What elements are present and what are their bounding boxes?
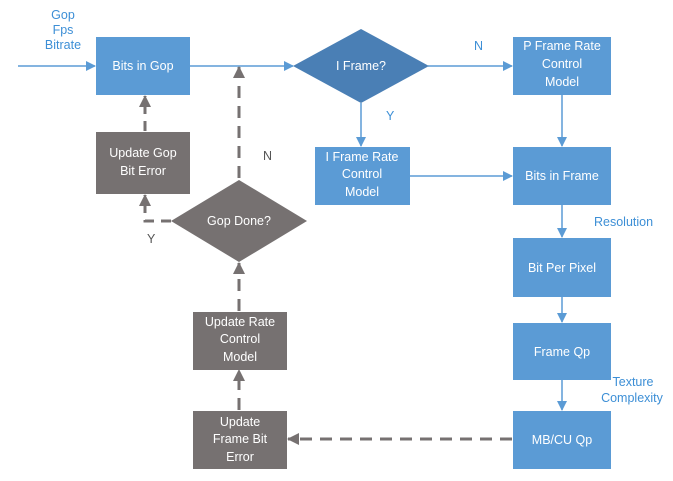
svg-text:Control: Control bbox=[542, 57, 582, 71]
svg-text:Update Rate: Update Rate bbox=[205, 315, 275, 329]
mb-cu-qp-box: MB/CU Qp bbox=[513, 411, 611, 469]
svg-text:Control: Control bbox=[220, 332, 260, 346]
svg-text:Gop Done?: Gop Done? bbox=[207, 214, 271, 228]
svg-text:Model: Model bbox=[545, 75, 579, 89]
update-rate-control-model-box: Update Rate Control Model bbox=[193, 312, 287, 370]
p-frame-rate-control-model-box: P Frame Rate Control Model bbox=[513, 37, 611, 95]
input-fps: Fps bbox=[53, 23, 74, 37]
i-frame-decision-diamond: I Frame? bbox=[293, 29, 429, 103]
svg-text:Model: Model bbox=[345, 185, 379, 199]
svg-text:I Frame Rate: I Frame Rate bbox=[326, 150, 399, 164]
svg-text:P Frame Rate: P Frame Rate bbox=[523, 39, 601, 53]
bit-per-pixel-box: Bit Per Pixel bbox=[513, 238, 611, 297]
input-gop: Gop bbox=[51, 8, 75, 22]
label-y-i-frame: Y bbox=[386, 109, 395, 123]
svg-text:Bit Per Pixel: Bit Per Pixel bbox=[528, 261, 596, 275]
i-frame-rate-control-model-box: I Frame Rate Control Model bbox=[315, 147, 410, 205]
bits-in-frame-box: Bits in Frame bbox=[513, 147, 611, 205]
svg-text:Error: Error bbox=[226, 450, 254, 464]
bits-in-gop-box: Bits in Gop bbox=[96, 37, 190, 95]
svg-text:Bit Error: Bit Error bbox=[120, 164, 166, 178]
svg-text:I Frame?: I Frame? bbox=[336, 59, 386, 73]
update-gop-bit-error-box: Update Gop Bit Error bbox=[96, 132, 190, 194]
svg-text:Update: Update bbox=[220, 415, 260, 429]
label-y-gop-done: Y bbox=[147, 232, 156, 246]
svg-text:Control: Control bbox=[342, 167, 382, 181]
input-parameters-label: Gop Fps Bitrate bbox=[45, 8, 81, 52]
label-resolution: Resolution bbox=[594, 215, 653, 229]
svg-text:Frame Bit: Frame Bit bbox=[213, 432, 268, 446]
label-complexity: Complexity bbox=[601, 391, 664, 405]
label-texture: Texture bbox=[613, 375, 654, 389]
label-n-no-i-frame: N bbox=[474, 39, 483, 53]
svg-text:Bits in Frame: Bits in Frame bbox=[525, 169, 599, 183]
svg-text:Frame Qp: Frame Qp bbox=[534, 345, 590, 359]
update-frame-bit-error-box: Update Frame Bit Error bbox=[193, 411, 287, 469]
svg-text:Model: Model bbox=[223, 350, 257, 364]
arrow-gop-done-yes-to-update-gop-error bbox=[139, 194, 171, 223]
input-bitrate: Bitrate bbox=[45, 38, 81, 52]
gop-done-decision-diamond: Gop Done? bbox=[171, 180, 307, 262]
svg-text:Bits in Gop: Bits in Gop bbox=[112, 59, 173, 73]
svg-text:MB/CU Qp: MB/CU Qp bbox=[532, 433, 592, 447]
label-n-gop-not-done: N bbox=[263, 149, 272, 163]
frame-qp-box: Frame Qp bbox=[513, 323, 611, 380]
svg-text:Update Gop: Update Gop bbox=[109, 146, 176, 160]
